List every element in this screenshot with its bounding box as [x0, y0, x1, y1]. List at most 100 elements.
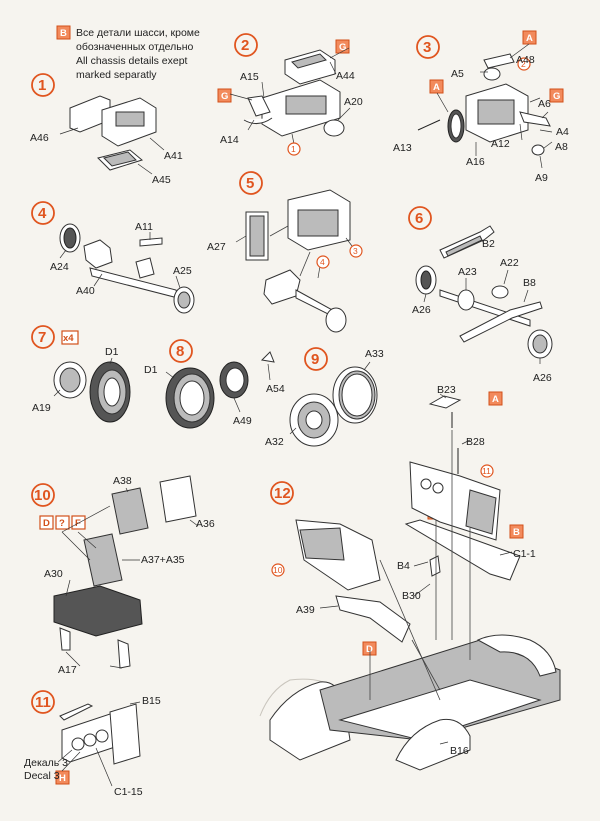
step-3-label-9: A9: [535, 172, 548, 184]
step-8-label-3: A49: [233, 415, 252, 427]
step-7-number: 7: [38, 329, 46, 346]
note-line-1: Все детали шасси, кроме: [76, 27, 200, 39]
note-line-3: All chassis details exept: [76, 55, 188, 67]
step-5-label-1: A27: [207, 241, 226, 253]
step-10-badge-box-1: [39, 515, 54, 530]
step-5-parts: [235, 189, 353, 333]
step-9: 9 A33 A32: [265, 347, 384, 448]
step-2-badge-2: G: [221, 91, 228, 102]
step-6-marker: [408, 206, 432, 230]
step-9-label-1: A33: [365, 348, 384, 360]
step-6-label-3: A23: [458, 266, 477, 278]
step-3-label-2: A5: [451, 68, 464, 80]
step-10-label-3: A37+A35: [141, 554, 185, 566]
step-3-badge-3: G: [553, 91, 560, 102]
step-6: 6 B2 A22 A23 B8 A26 A26: [408, 206, 553, 384]
step-1-label-3: A45: [152, 174, 171, 186]
step-11-label-4: C1-15: [114, 786, 143, 798]
step-2-badge-box-2: [217, 88, 232, 103]
step-10: 10 D ? F A38 A36 A37+A35 A30 A17: [31, 475, 215, 676]
step-7: 7 x4 D1 A19: [31, 325, 131, 423]
step-3-parts: [417, 43, 553, 169]
step-5-number: 5: [246, 175, 254, 192]
step-8-label-1: D1: [144, 364, 158, 376]
step-2-marker: [234, 33, 258, 57]
step-3-marker: [416, 35, 440, 59]
chassis-note: B Все детали шасси, кроме обозначенных о…: [56, 25, 200, 81]
step-3-label-4: A13: [393, 142, 412, 154]
step-4-number: 4: [38, 205, 47, 222]
step-7-qty-box: [61, 330, 79, 345]
step-3-badge-box-3: [549, 88, 564, 103]
note-line-4: marked separatly: [76, 69, 157, 81]
step-12-sub-number-1: 11: [482, 466, 491, 476]
step-10-badge-1: D: [43, 518, 50, 529]
step-10-badge-box-3: [71, 515, 86, 530]
step-5-sub-number-2: 4: [320, 257, 325, 267]
step-12-badge-box-3: [509, 524, 524, 539]
step-11-number: 11: [35, 694, 51, 711]
step-12: 12 A D B D 11 10: [259, 384, 561, 771]
step-12-label-6: A39: [296, 604, 315, 616]
step-2-label-1: A15: [240, 71, 259, 83]
step-2-label-4: A14: [220, 134, 239, 146]
step-10-label-2: A36: [196, 518, 215, 530]
step-3-label-5: A12: [491, 138, 510, 150]
step-4-label-2: A24: [50, 261, 69, 273]
step-4-label-4: A40: [76, 285, 95, 297]
step-10-marker: [31, 483, 55, 507]
step-3-badge-2: A: [433, 82, 440, 93]
step-3-label-8: A8: [555, 141, 568, 153]
step-6-label-6: A26: [533, 372, 552, 384]
step-3-label-3: A6: [538, 98, 551, 110]
step-6-label-5: A26: [412, 304, 431, 316]
step-12-label-3: C1-1: [513, 548, 536, 560]
step-9-label-2: A32: [265, 436, 284, 448]
step-9-parts: [289, 361, 378, 447]
step-10-badge-box-2: [55, 515, 70, 530]
step-2-sub-number: 1: [291, 144, 296, 154]
step-6-parts: [415, 225, 553, 364]
step-3-label-6: A4: [556, 126, 569, 138]
step-6-label-1: B2: [482, 238, 495, 250]
step-12-badge-box-1: [488, 391, 503, 406]
step-8-label-2: A54: [266, 383, 285, 395]
step-6-label-4: B8: [523, 277, 536, 289]
step-2-badge-1: G: [339, 42, 346, 53]
step-7-label-1: D1: [105, 346, 119, 358]
step-12-sub-marker-1: [480, 464, 494, 478]
step-2-number: 2: [241, 37, 249, 54]
step-5-sub-marker-1: [349, 244, 363, 258]
step-3-badge-box-1: [522, 30, 537, 45]
step-3-label-7: A16: [466, 156, 485, 168]
step-4-parts: [59, 223, 195, 314]
step-11: 11 H B15 Декаль 3 Decal 3 C1-15: [24, 690, 161, 798]
step-2: 2 G G 1 A15 A44 A20 A14: [217, 33, 363, 156]
step-2-label-2: A44: [336, 70, 355, 82]
step-12-sub-marker-2: [271, 563, 285, 577]
step-10-label-4: A30: [44, 568, 63, 580]
step-7-marker: [31, 325, 55, 349]
step-2-label-3: A20: [344, 96, 363, 108]
step-12-badge-1: A: [492, 394, 499, 405]
step-8-number: 8: [176, 343, 184, 360]
note-line-2: обозначенных отдельно: [76, 41, 194, 53]
step-8: 8 D1 A54 A49: [144, 339, 285, 429]
step-2-parts: [229, 47, 351, 145]
step-3-badge-box-2: [429, 79, 444, 94]
step-6-number: 6: [415, 210, 423, 227]
step-12-label-4: B4: [397, 560, 410, 572]
step-4-label-3: A25: [173, 265, 192, 277]
step-2-sub-marker: [287, 142, 301, 156]
step-5: 5 3 4 A27: [207, 171, 363, 333]
step-5-sub-marker-2: [316, 255, 330, 269]
step-5-sub-number-1: 3: [353, 246, 358, 256]
step-11-parts: [57, 701, 141, 787]
step-10-label-5: A17: [58, 664, 77, 676]
step-1-parts: [59, 95, 165, 175]
step-9-number: 9: [311, 351, 319, 368]
step-8-parts: [165, 351, 275, 429]
step-1-label-2: A41: [164, 150, 183, 162]
